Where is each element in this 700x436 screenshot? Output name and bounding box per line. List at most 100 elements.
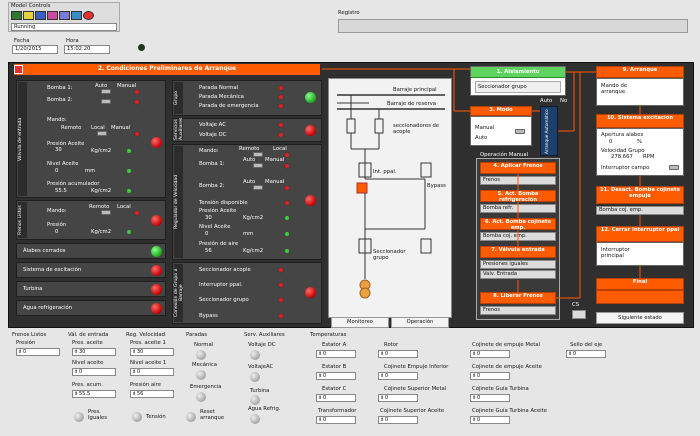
presion-aire-label: Presión de aire <box>199 241 239 247</box>
secc-acople-led <box>279 268 283 272</box>
status-field: Running <box>11 23 117 31</box>
reg-presion-value: 30 <box>205 215 212 221</box>
coj-empuje-inf-field[interactable]: 0 <box>378 372 418 380</box>
parada-mecanica-label: Parada Mecánica <box>199 94 244 100</box>
arranque-title: 9. Arranque <box>596 66 684 78</box>
modo-panel: Manual Auto <box>470 116 532 146</box>
bomba1-switch[interactable] <box>101 89 111 94</box>
b-pres-acum-field[interactable]: 55.5 <box>72 390 116 398</box>
parada-normal-led <box>279 86 283 90</box>
bypass-led <box>279 314 283 318</box>
stop-icon[interactable] <box>83 11 94 20</box>
estator-c-field[interactable]: 0 <box>316 394 356 402</box>
emergencia-knob[interactable] <box>196 392 206 402</box>
monitoreo-tab[interactable]: Monitoreo <box>331 317 389 328</box>
b-presion-aire-label: Presión aire <box>130 382 161 388</box>
step-icon[interactable] <box>35 11 46 20</box>
mecanica-knob[interactable] <box>196 370 206 380</box>
coj-sup-aceite-field[interactable]: 0 <box>378 416 418 424</box>
debug-icon[interactable] <box>47 11 58 20</box>
turbina-light <box>151 284 162 295</box>
cerrar-int-title: 12. Cerrar Interruptor ppal <box>596 226 684 242</box>
reg-manual2-label: Manual <box>265 179 285 185</box>
local2-label: Local <box>117 204 131 210</box>
coj-guia-turb-label: Cojinete Guía Turbina <box>472 386 529 392</box>
reset-knob[interactable] <box>186 412 196 422</box>
b-nivel-aceite-field[interactable]: 0 <box>72 368 116 376</box>
arranque-auto-box: Arranque Automático <box>540 106 558 156</box>
coj-emp-metal-label: Cojinete de empuje Metal <box>472 342 540 348</box>
kgcm2-unit-3: Kg/cm2 <box>91 229 112 235</box>
manual-label-2: Manual <box>111 125 131 131</box>
sello-eje-field[interactable]: 0 <box>566 350 606 358</box>
op-manual-label: Operación Manual <box>480 152 529 158</box>
presion2-led <box>127 230 131 234</box>
reg-bomba1-switch[interactable] <box>253 163 263 168</box>
estator-b-field[interactable]: 0 <box>316 372 356 380</box>
kgcm2-unit-2: Kg/cm2 <box>91 188 112 194</box>
b-presion-field[interactable]: 0 <box>16 348 60 356</box>
agua-knob[interactable] <box>250 414 260 424</box>
mando-switch[interactable] <box>97 131 107 136</box>
b-presion-label: Presión <box>16 340 36 346</box>
tools-icon[interactable] <box>71 11 82 20</box>
sistema-exc-title: 10. Sistema excitación <box>596 114 684 128</box>
tension-knob-label: Tensión <box>146 414 166 420</box>
frenos-panel: Frenos Listos Mando: Remoto Local Presió… <box>16 200 166 240</box>
rotor-field[interactable]: 0 <box>378 350 418 358</box>
sistema-exc-panel: Apertura alabes 0 % Velocidad Grupo 278.… <box>596 128 684 176</box>
pause-icon[interactable] <box>23 11 34 20</box>
presion-aire-value: 56 <box>205 248 212 254</box>
reg-bomba1-led <box>285 164 289 168</box>
operacion-tab[interactable]: Operación <box>391 317 449 328</box>
siguiente-estado-button[interactable]: Siguiente estado <box>596 312 684 324</box>
coj-guia-turb-field[interactable]: 0 <box>470 394 510 402</box>
reg-mando-switch[interactable] <box>253 152 263 157</box>
apertura-label: Apertura alabes <box>601 132 644 138</box>
bomba2-switch[interactable] <box>101 99 111 104</box>
transformador-field[interactable]: 0 <box>316 416 356 424</box>
final-title: Final <box>596 278 684 290</box>
bomba-coj-emp-field: Bomba coj. emp. <box>596 206 684 215</box>
alabes-row: Álabes cerrados <box>16 243 166 259</box>
transformador-label: Transformador <box>318 408 357 414</box>
voltaje-ac-knob[interactable] <box>250 372 260 382</box>
apertura-value: 0 <box>609 139 613 145</box>
valve-status-light <box>151 137 162 148</box>
b-nivel-aceite1-field[interactable]: 0 <box>130 368 174 376</box>
pres-iguales-knob[interactable] <box>74 412 84 422</box>
auto-branch-label: Auto <box>540 98 553 104</box>
diagram-drawing <box>337 94 445 299</box>
modo-switch[interactable] <box>515 129 525 134</box>
tension-knob[interactable] <box>132 412 142 422</box>
int-campo-switch[interactable] <box>669 165 679 170</box>
voltaje-dc-knob[interactable] <box>250 350 260 360</box>
excitacion-light <box>151 265 162 276</box>
run-icon[interactable] <box>11 11 22 20</box>
coj-guia-turb-ac-field[interactable]: 0 <box>470 416 510 424</box>
modo-title: 3. Modo <box>470 106 532 116</box>
desact-bomba-title: 11. Desact. Bomba cojinete empuje <box>596 186 684 204</box>
reg-remoto-label: Remoto <box>239 146 260 152</box>
secc-acople-label: Seccionador acople <box>199 267 251 273</box>
b-pres-aceite-field[interactable]: 30 <box>72 348 116 356</box>
config-icon[interactable] <box>59 11 70 20</box>
estator-a-field[interactable]: 0 <box>316 350 356 358</box>
remoto-label: Remoto <box>61 125 82 131</box>
mando2-switch[interactable] <box>101 210 111 215</box>
agua-row: Agua refrigeración <box>16 300 166 316</box>
coj-sup-metal-field[interactable]: 0 <box>378 394 418 402</box>
cerrar-int-panel: Interruptor principal <box>596 242 684 266</box>
presion-aceite-label: Presión Aceite <box>47 141 85 147</box>
presion2-label: Presión <box>47 222 67 228</box>
mando-label: Mando: <box>47 117 67 123</box>
b-turbina-label: Turbina <box>250 388 270 394</box>
coj-emp-metal-field[interactable]: 0 <box>470 350 510 358</box>
reg-bomba2-switch[interactable] <box>253 185 263 190</box>
coj-emp-aceite-field[interactable]: 0 <box>470 372 510 380</box>
estator-c-label: Estator C <box>322 386 347 392</box>
b-pres-aceite1-field[interactable]: 30 <box>130 348 174 356</box>
b-presion-aire-field[interactable]: 56 <box>130 390 174 398</box>
turbina-knob[interactable] <box>250 395 260 405</box>
normal-knob[interactable] <box>196 350 206 360</box>
